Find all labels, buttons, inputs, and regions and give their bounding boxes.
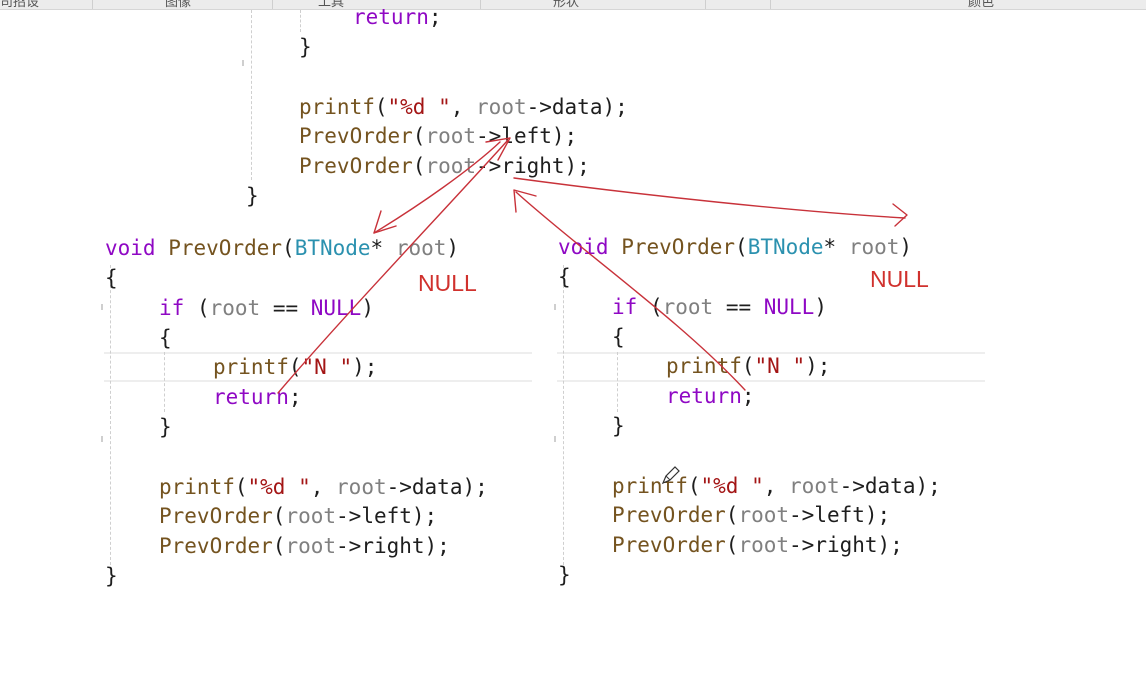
arrow-head <box>892 203 908 227</box>
function-signature: void PrevOrder(BTNode* root) <box>558 235 913 259</box>
arrow-head <box>373 210 397 234</box>
return-right-arrow <box>515 191 746 391</box>
code-line: PrevOrder(root->right); <box>612 533 903 557</box>
indent-guide <box>617 352 618 412</box>
call-left-arrow <box>373 141 501 234</box>
fold-marker <box>242 60 244 66</box>
code-line: if (root == NULL) <box>612 295 827 319</box>
function-signature: void PrevOrder(BTNode* root) <box>105 236 460 260</box>
code-line: { <box>612 325 625 349</box>
call-right-arrow <box>513 177 906 219</box>
fold-marker <box>101 304 103 310</box>
code-line: PrevOrder(root->left); <box>299 124 578 148</box>
fold-marker <box>101 436 103 442</box>
toolbar-caption[interactable]: 工具 <box>318 0 345 10</box>
code-line: return; <box>666 384 755 408</box>
code-line: } <box>612 414 625 438</box>
code-line: } <box>558 563 571 587</box>
null-annotation: NULL <box>418 270 477 296</box>
arrow-head <box>513 189 537 213</box>
code-line: PrevOrder(root->left); <box>159 504 438 528</box>
toolbar-caption[interactable]: 司招设 <box>0 0 40 10</box>
paint-toolbar-strip: 司招设 图像 工具 形状 颜色 <box>0 0 1146 10</box>
code-line: } <box>299 35 312 59</box>
code-line: if (root == NULL) <box>159 296 374 320</box>
null-annotation: NULL <box>870 266 929 292</box>
code-line: { <box>558 265 571 289</box>
fold-marker <box>554 304 556 310</box>
code-line: } <box>159 415 172 439</box>
indent-guide <box>110 265 111 565</box>
code-line: printf("%d ", root->data); <box>612 474 941 498</box>
current-line-highlight <box>104 352 532 382</box>
toolbar-caption[interactable]: 颜色 <box>968 0 995 10</box>
indent-guide <box>300 10 301 32</box>
code-line: printf("%d ", root->data); <box>159 475 488 499</box>
code-line: PrevOrder(root->right); <box>299 154 590 178</box>
keyword: return <box>353 5 429 29</box>
pen-cursor-icon <box>661 466 680 485</box>
toolbar-caption[interactable]: 图像 <box>165 0 192 10</box>
indent-guide <box>251 10 252 180</box>
current-line-highlight <box>557 352 985 382</box>
code-line: return; <box>353 5 442 29</box>
code-line: PrevOrder(root->left); <box>612 503 891 527</box>
code-line: return; <box>213 385 302 409</box>
code-line: PrevOrder(root->right); <box>159 534 450 558</box>
code-line: { <box>105 266 118 290</box>
code-line: } <box>246 184 259 208</box>
code-line: printf("N "); <box>213 355 378 379</box>
code-line: printf("N "); <box>666 354 831 378</box>
toolbar-divider <box>705 0 706 9</box>
return-left-arrow <box>277 139 509 394</box>
toolbar-divider <box>92 0 93 9</box>
indent-guide <box>563 265 564 565</box>
toolbar-caption[interactable]: 形状 <box>553 0 580 10</box>
code-line: } <box>105 564 118 588</box>
fold-marker <box>554 436 556 442</box>
code-line: { <box>159 326 172 350</box>
toolbar-divider <box>770 0 771 9</box>
indent-guide <box>164 352 165 412</box>
toolbar-divider <box>480 0 481 9</box>
code-line: printf("%d ", root->data); <box>299 95 628 119</box>
arrow-head <box>485 137 511 161</box>
toolbar-divider <box>272 0 273 9</box>
